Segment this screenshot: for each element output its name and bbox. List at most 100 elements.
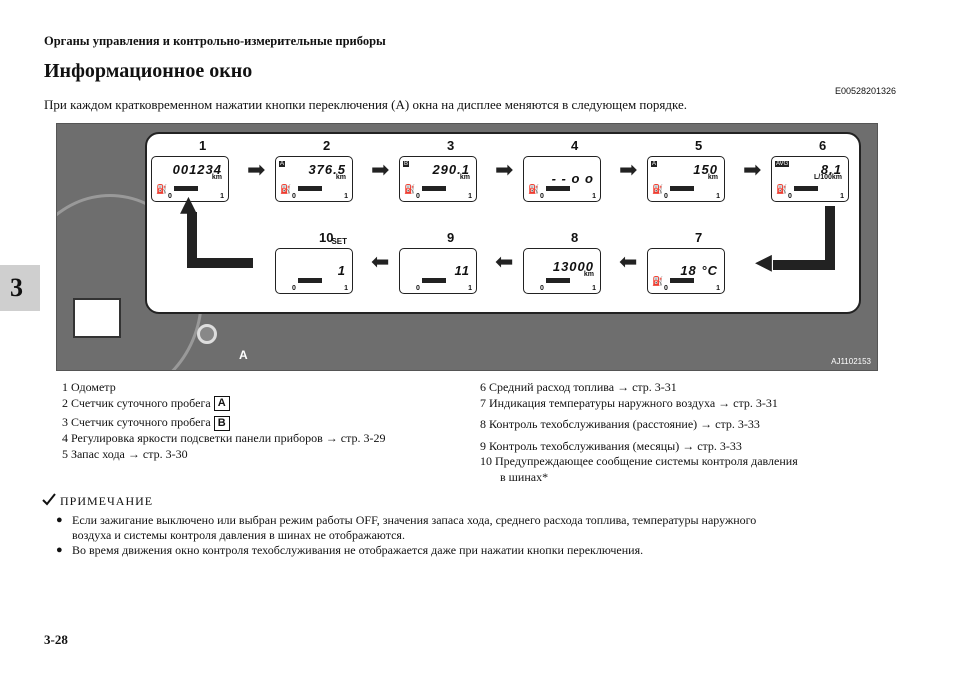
left-arrow-icon: ⬅ — [495, 250, 514, 275]
legend-item: 10 Предупреждающее сообщение системы кон… — [480, 454, 798, 468]
scale-min: 0 — [540, 285, 544, 292]
scale-max: 1 — [344, 193, 348, 200]
fuel-icon: ⛽ — [652, 276, 664, 286]
chapter-number: 3 — [10, 273, 23, 302]
screen-value: 001234 — [172, 162, 222, 177]
screen-value: 18 °C — [680, 263, 718, 278]
screen-value: 1 — [337, 263, 346, 278]
note-item: ● Если зажигание выключено или выбран ре… — [56, 513, 757, 542]
lcd-window — [73, 298, 121, 338]
section-title: Информационное окно — [44, 60, 253, 82]
screen-number: 4 — [571, 138, 579, 153]
legend-item: 4 Регулировка яркости подсветки панели п… — [62, 431, 386, 445]
scale-min: 0 — [664, 193, 668, 200]
bullet-icon: ● — [56, 544, 63, 556]
screen-value: - - o o — [551, 171, 594, 186]
fuel-bar — [422, 278, 446, 283]
trip-tag: A — [651, 161, 658, 167]
legend-item: 8 Контроль техобслуживания (расстояние) … — [480, 417, 760, 431]
screen-value: 11 — [454, 263, 470, 278]
scale-min: 0 — [416, 285, 420, 292]
fuel-bar — [422, 186, 446, 191]
left-arrow-icon: ⬅ — [619, 250, 638, 275]
scale-max: 1 — [716, 285, 720, 292]
fuel-bar — [546, 186, 570, 191]
screen-value: 150 — [693, 162, 718, 177]
legend-item: 9 Контроль техобслуживания (месяцы) → ст… — [480, 438, 742, 453]
fuel-icon: ⛽ — [776, 184, 788, 194]
screen-unit: km — [707, 174, 718, 181]
screen-number: 10 — [319, 230, 334, 245]
legend-item: 7 Индикация температуры наружного воздух… — [480, 395, 778, 410]
screen-number: 3 — [447, 138, 455, 153]
chapter-tab: 3 — [0, 265, 40, 311]
left-arrow-icon: ◀ — [755, 250, 772, 275]
legend-right: 6 Средний расход топлива → стр. 3-31 7 И… — [480, 380, 798, 485]
screen-service-months: 11 0 1 — [399, 248, 477, 294]
right-arrow-icon: ➡ — [247, 158, 266, 183]
screen-number: 2 — [323, 138, 331, 153]
legend-item: в шинах* — [500, 469, 549, 484]
notes: ● Если зажигание выключено или выбран ре… — [56, 513, 876, 558]
screen-unit: km — [583, 271, 594, 278]
right-arrow-icon: ➡ — [495, 158, 514, 183]
section-code: E00528201326 — [834, 86, 896, 96]
fuel-bar — [298, 278, 322, 283]
scale-max: 1 — [592, 285, 596, 292]
screen-number: 6 — [819, 138, 827, 153]
figure-code: AJ1102153 — [831, 357, 871, 366]
return-arrow-shaft — [187, 212, 197, 268]
fuel-icon: ⛽ — [280, 184, 292, 194]
set-tag: SET — [331, 237, 347, 246]
bullet-icon: ● — [56, 514, 63, 526]
screen-unit: km — [335, 174, 346, 181]
screen-value: 290.1 — [432, 162, 470, 177]
intro-text: При каждом кратковременном нажатии кнопк… — [44, 97, 687, 112]
legend-item: 2 Счетчик суточного пробега A — [62, 396, 385, 412]
page-number: 3-28 — [44, 632, 68, 647]
running-head: Органы управления и контрольно-измерител… — [44, 34, 386, 48]
scale-max: 1 — [220, 193, 224, 200]
up-arrow-icon: ▲ — [180, 192, 197, 217]
right-return-base — [773, 260, 835, 270]
legend-item: 5 Запас хода → стр. 3-30 — [62, 446, 188, 461]
fuel-icon: ⛽ — [156, 184, 168, 194]
legend-item: 1 Одометр — [62, 380, 116, 394]
note-icon — [42, 493, 56, 506]
legend-left: 1 Одометр 2 Счетчик суточного пробега A … — [62, 380, 385, 462]
scale-max: 1 — [716, 193, 720, 200]
right-arrow-icon: ➡ — [619, 158, 638, 183]
right-arrow-icon: ➡ — [371, 158, 390, 183]
screen-number: 5 — [695, 138, 703, 153]
scale-min: 0 — [664, 285, 668, 292]
right-arrow-icon: ➡ — [743, 158, 762, 183]
scale-max: 1 — [468, 193, 472, 200]
screen-number: 1 — [199, 138, 207, 153]
trip-tag: B — [403, 161, 410, 167]
fuel-bar — [298, 186, 322, 191]
left-arrow-icon: ⬅ — [371, 250, 390, 275]
fuel-icon: ⛽ — [404, 184, 416, 194]
screen-number: 8 — [571, 230, 579, 245]
scale-max: 1 — [468, 285, 472, 292]
scale-min: 0 — [540, 193, 544, 200]
fuel-bar — [670, 278, 694, 283]
scale-min: 0 — [788, 193, 792, 200]
avg-tag: AVG — [775, 161, 790, 167]
screen-number: 7 — [695, 230, 703, 245]
screen-unit: L/100km — [813, 174, 842, 181]
legend-item: 6 Средний расход топлива → стр. 3-31 — [480, 380, 677, 394]
scale-min: 0 — [292, 285, 296, 292]
callout-a: A — [239, 348, 248, 362]
screen-value: 8.1 — [820, 162, 842, 177]
right-return-shaft — [825, 206, 835, 270]
fuel-bar — [174, 186, 198, 191]
